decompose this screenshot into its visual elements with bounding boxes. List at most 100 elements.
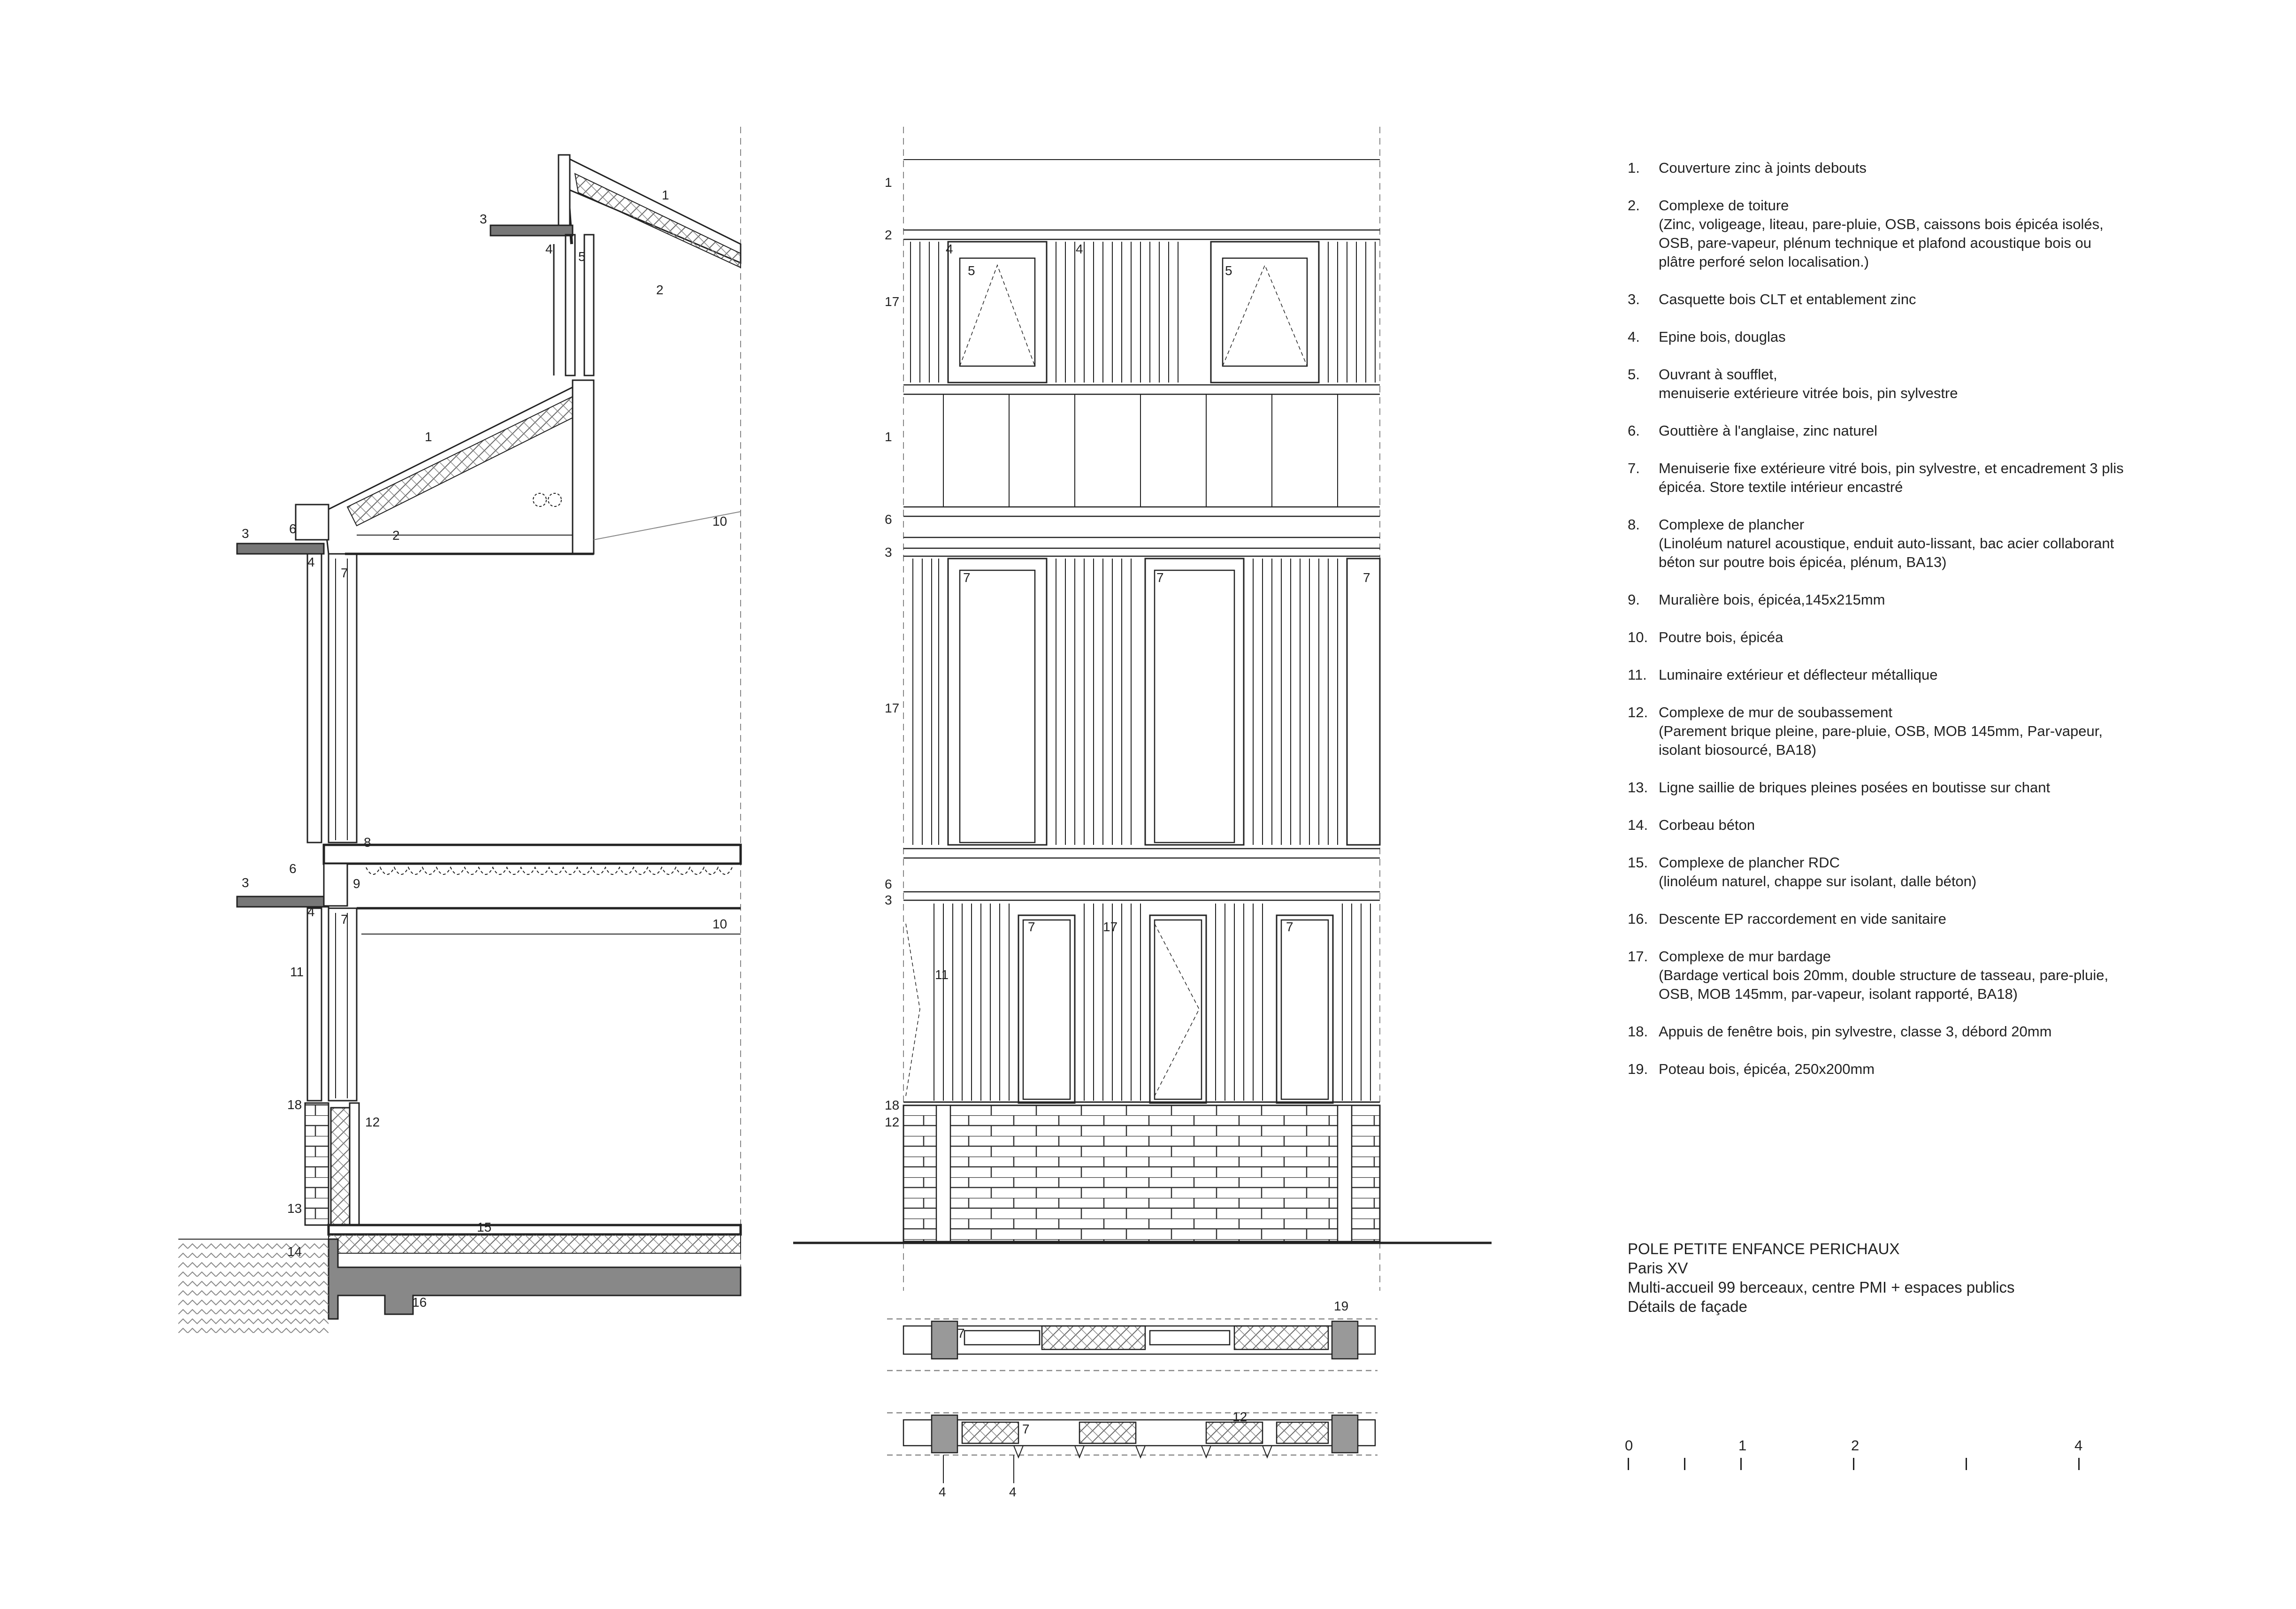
section-tag: 3: [242, 526, 249, 541]
section-tag: 2: [656, 283, 664, 297]
section-tag: 10: [712, 917, 727, 931]
section-tag: 6: [289, 861, 297, 876]
section-tag: 1: [425, 429, 432, 444]
section-tag: 4: [307, 555, 315, 569]
legend-number: 19.: [1628, 1061, 1648, 1077]
legend-item: 14. Corbeau béton: [1628, 816, 2172, 835]
legend-text: Corbeau béton: [1659, 816, 2172, 835]
legend-number: 1.: [1628, 160, 1640, 176]
legend-text: Complexe de mur bardage(Bardage vertical…: [1659, 947, 2172, 1004]
scale-label: 1: [1738, 1437, 1747, 1454]
elevation-tag: 7: [1286, 919, 1293, 934]
legend-text: Poutre bois, épicéa: [1659, 628, 2172, 647]
legend-item: 15. Complexe de plancher RDC (linoléum nat…: [1628, 853, 2172, 891]
legend-number: 18.: [1628, 1023, 1648, 1040]
legend-line: (Parement brique pleine, pare-pluie, OSB…: [1659, 723, 2103, 739]
scale-tick: [2078, 1458, 2080, 1470]
legend-number: 14.: [1628, 817, 1648, 833]
plan-tag: 12: [1232, 1410, 1247, 1424]
section-tag: 11: [290, 965, 304, 979]
section-tag: 16: [412, 1295, 427, 1310]
legend-line: menuiserie extérieure vitrée bois, pin s…: [1659, 385, 1958, 401]
legend-line: Complexe de mur de soubassement: [1659, 704, 1892, 720]
title-block: POLE PETITE ENFANCE PERICHAUX Paris XV M…: [1628, 1239, 2014, 1316]
legend-line: (Bardage vertical bois 20mm, double stru…: [1659, 967, 2109, 983]
section-tag: 1: [662, 188, 669, 202]
legend-list: 1. Couverture zinc à joints debouts 2. Comp…: [1628, 159, 2172, 1097]
elevation-tag: 7: [1363, 570, 1370, 585]
legend-text: Luminaire extérieur et déflecteur métall…: [1659, 666, 2172, 684]
legend-text: Couverture zinc à joints debouts: [1659, 159, 2172, 177]
legend-item: 8.Complexe de plancher(Linoléum naturel …: [1628, 515, 2172, 572]
legend-item: 9. Muralière bois, épicéa,145x215mm: [1628, 590, 2172, 609]
legend-item: 11. Luminaire extérieur et déflecteur mét…: [1628, 666, 2172, 684]
section-tag: 12: [365, 1115, 380, 1129]
scale-tick: [1853, 1458, 1854, 1470]
legend-item: 7.Menuiserie fixe extérieure vitré bois,…: [1628, 459, 2172, 497]
scale-tick: [1684, 1458, 1685, 1470]
legend-text: Complexe de mur de soubassement (Parement…: [1659, 703, 2172, 759]
plan-tag: 7: [1022, 1422, 1030, 1436]
legend-number: 17.: [1628, 948, 1648, 965]
legend-text: Epine bois, douglas: [1659, 328, 2172, 346]
legend-line: Appuis de fenêtre bois, pin sylvestre, c…: [1659, 1023, 2052, 1040]
legend-line: Gouttière à l'anglaise, zinc naturel: [1659, 422, 1878, 439]
section-tag: 2: [392, 528, 400, 543]
legend-number: 9.: [1628, 591, 1640, 608]
elevation-tag: 17: [885, 294, 899, 309]
scale-tick: [1628, 1458, 1629, 1470]
legend-item: 2. Complexe de toiture(Zinc, voligeage, l…: [1628, 196, 2172, 271]
legend-line: Muralière bois, épicéa,145x215mm: [1659, 591, 1885, 608]
elevation-tag: 2: [885, 228, 892, 242]
section-tag: 15: [477, 1220, 491, 1234]
section-tag: 9: [353, 876, 360, 891]
legend-text: Ligne saillie de briques pleines posées …: [1659, 778, 2172, 797]
scale-bar: 0 1 2 4: [1625, 1437, 2097, 1470]
scale-tick: [1740, 1458, 1742, 1470]
legend-number: 11.: [1628, 667, 1647, 683]
legend-text: Complexe de toiture(Zinc, voligeage, lit…: [1659, 196, 2172, 271]
legend-item: 1. Couverture zinc à joints debouts: [1628, 159, 2172, 177]
legend-line: OSB, pare-vapeur, plénum technique et pl…: [1659, 235, 2092, 251]
legend-line: Poutre bois, épicéa: [1659, 629, 1783, 645]
elevation-tag: 17: [1103, 919, 1117, 934]
facade-elevation: [793, 127, 1492, 1291]
legend-text: Poteau bois, épicéa, 250x200mm: [1659, 1060, 2172, 1079]
legend-number: 15.: [1628, 854, 1648, 871]
legend-text: Ouvrant à soufflet,menuiserie extérieure…: [1659, 365, 2172, 403]
section-tag: 13: [287, 1201, 302, 1216]
elevation-tag: 17: [885, 701, 899, 715]
section-tag: 8: [364, 835, 371, 850]
legend-item: 12.Complexe de mur de soubassement(Parem…: [1628, 703, 2172, 759]
section-tag: 10: [712, 514, 727, 529]
elevation-tag: 7: [1028, 919, 1035, 934]
legend-line: Complexe de plancher: [1659, 516, 1805, 533]
plan-tag: 4: [939, 1485, 946, 1499]
legend-text: Complexe de plancher (Linoléum naturel ac…: [1659, 515, 2172, 572]
elevation-tag: 5: [1225, 263, 1232, 278]
legend-line: Complexe de plancher RDC: [1659, 854, 1840, 871]
scale-label: 4: [2074, 1437, 2083, 1454]
legend-line: (Linoléum naturel acoustique, enduit aut…: [1659, 535, 2114, 552]
legend-line: (linoléum naturel, chappe sur isolant, d…: [1659, 873, 1977, 889]
legend-item: 4.Epine bois, douglas: [1628, 328, 2172, 346]
elevation-tag: 1: [885, 429, 892, 444]
section-tag: 7: [341, 566, 348, 580]
section-tag: 6: [289, 521, 297, 536]
legend-line: Ligne saillie de briques pleines posées …: [1659, 779, 2051, 796]
legend-line: Corbeau béton: [1659, 817, 1755, 833]
legend-text: Gouttière à l'anglaise, zinc naturel: [1659, 421, 2172, 440]
section-tag: 4: [545, 242, 553, 256]
legend-line: Casquette bois CLT et entablement zinc: [1659, 291, 1916, 307]
section-tag: 7: [341, 912, 348, 927]
legend-number: 5.: [1628, 366, 1640, 383]
legend-number: 3.: [1628, 291, 1640, 307]
scale-label: 0: [1625, 1437, 1633, 1454]
legend-number: 2.: [1628, 197, 1640, 214]
elevation-tag: 7: [1156, 570, 1164, 585]
plan-tag: 19: [1334, 1299, 1348, 1313]
elevation-tag: 11: [935, 967, 949, 982]
section-tag: 14: [287, 1244, 302, 1259]
project-location: Paris XV: [1628, 1259, 1688, 1277]
